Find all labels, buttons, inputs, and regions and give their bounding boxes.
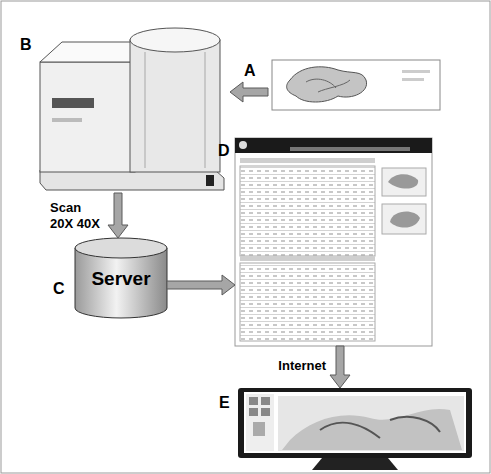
panel-letter: D <box>218 142 230 160</box>
flow-arrow <box>330 346 350 388</box>
panel-letter: E <box>219 394 230 412</box>
web-page <box>235 138 432 346</box>
scanner-housing <box>130 40 220 172</box>
webpage-node: D <box>235 138 432 346</box>
scanner-housing-top <box>130 28 220 52</box>
thumbnail <box>382 168 426 196</box>
viewer-tissue-detail <box>320 417 440 438</box>
edge-label: Internet <box>250 358 326 374</box>
viewer-thumb <box>249 397 258 405</box>
panel-letter: C <box>53 280 65 298</box>
monitor-stand <box>312 458 398 470</box>
section-bar <box>240 256 375 261</box>
page-header <box>235 138 432 153</box>
server-node: CServer <box>75 238 167 318</box>
viewer-thumb <box>253 422 265 436</box>
viewer-panel <box>246 394 274 451</box>
scanner-node: B <box>18 18 230 193</box>
flow-arrow <box>230 82 268 102</box>
monitor-screen <box>244 392 466 453</box>
scanner-panel <box>52 118 82 122</box>
monitor-node: E <box>238 388 472 470</box>
tissue-detail <box>306 79 350 92</box>
server-label: Server <box>75 268 167 290</box>
panel-letter: A <box>244 62 256 80</box>
flow-arrow <box>167 275 235 295</box>
slide-node: A <box>268 55 444 113</box>
thumbnail-tissue <box>388 174 418 188</box>
data-table <box>240 166 375 256</box>
section-bar <box>240 158 375 163</box>
scanner-slot <box>52 98 94 108</box>
scanner-shading <box>145 52 205 168</box>
data-table <box>240 263 375 341</box>
viewer-thumb <box>261 397 270 405</box>
glass-slide <box>272 60 440 110</box>
viewer-image <box>278 396 464 451</box>
scanner-base <box>40 170 224 190</box>
slide-mark <box>402 78 424 81</box>
server-top <box>75 238 167 258</box>
scanner-body <box>40 62 135 172</box>
viewer-thumb <box>261 408 270 416</box>
flow-arrow <box>108 193 128 238</box>
power-switch <box>206 175 214 186</box>
thumbnail-tissue <box>390 212 420 228</box>
viewer-thumb <box>249 408 258 416</box>
edge-label: Scan 20X 40X <box>50 200 103 232</box>
monitor-frame <box>238 388 472 458</box>
slide-mark <box>402 70 430 73</box>
page-nav <box>290 147 410 151</box>
tissue-section <box>287 67 367 102</box>
page-logo <box>239 141 247 149</box>
panel-letter: B <box>20 36 32 54</box>
viewer-tissue <box>282 409 462 450</box>
thumbnail <box>382 204 426 234</box>
